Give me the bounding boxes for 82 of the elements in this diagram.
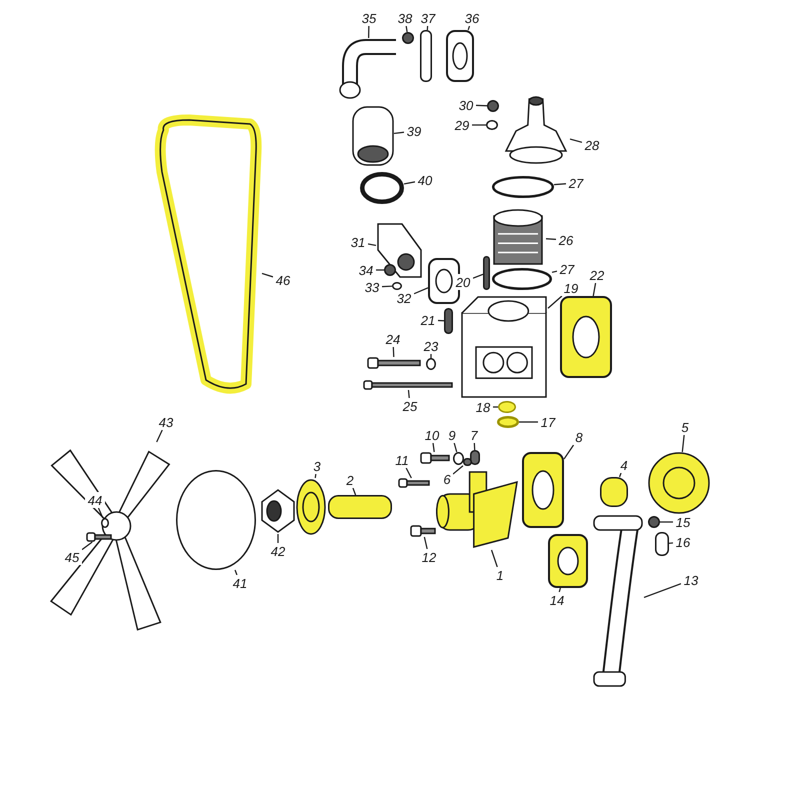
ring-drawing bbox=[492, 268, 552, 290]
leader-line bbox=[519, 421, 538, 423]
leader-line bbox=[472, 274, 484, 279]
leader-line bbox=[454, 442, 458, 452]
bolt-drawing bbox=[367, 357, 421, 369]
callout-number: 14 bbox=[547, 592, 567, 608]
leader-line bbox=[408, 390, 410, 398]
leader-line bbox=[394, 132, 404, 134]
leader-line bbox=[548, 296, 562, 309]
leader-line bbox=[472, 124, 486, 126]
nipple-drawing bbox=[463, 458, 472, 466]
leader-line bbox=[424, 536, 428, 550]
leader-line bbox=[156, 430, 163, 442]
spindle-drawing bbox=[328, 495, 392, 519]
bolt-drawing bbox=[410, 525, 436, 537]
leader-line bbox=[406, 26, 408, 32]
nut-drawing bbox=[402, 32, 414, 44]
leader-line bbox=[392, 346, 394, 358]
flange-drawing bbox=[420, 30, 432, 82]
impeller-drawing bbox=[295, 478, 327, 536]
nut-drawing bbox=[487, 100, 499, 112]
leader-line bbox=[452, 465, 464, 474]
washer-drawing bbox=[453, 452, 464, 465]
bolt-drawing bbox=[363, 380, 453, 390]
leader-line bbox=[644, 583, 682, 598]
nut-drawing bbox=[648, 516, 660, 528]
leader-line bbox=[438, 320, 444, 322]
nipple-drawing bbox=[470, 450, 480, 465]
washer-drawing bbox=[498, 401, 516, 413]
gasket-drawing bbox=[446, 30, 474, 82]
hose-clip-drawing bbox=[360, 172, 404, 204]
leader-line bbox=[619, 472, 622, 478]
ring-drawing bbox=[497, 416, 519, 428]
leader-line bbox=[82, 542, 93, 550]
leader-line bbox=[382, 286, 392, 288]
leader-line bbox=[234, 570, 238, 576]
gasket-drawing bbox=[548, 534, 588, 588]
leader-line bbox=[314, 474, 316, 478]
leader-line bbox=[476, 104, 488, 106]
bolt-drawing bbox=[655, 532, 669, 556]
nut-drawing bbox=[384, 264, 396, 276]
callout-number: 12 bbox=[419, 549, 439, 565]
leader-line bbox=[592, 282, 596, 296]
leader-line bbox=[468, 26, 470, 30]
leader-line bbox=[570, 138, 582, 143]
leader-line bbox=[352, 488, 356, 496]
leader-line bbox=[414, 287, 428, 294]
leader-line bbox=[554, 183, 566, 186]
leader-line bbox=[490, 550, 498, 568]
stud-drawing bbox=[444, 308, 453, 334]
gasket-drawing bbox=[522, 452, 564, 528]
bolt-drawing bbox=[398, 478, 430, 488]
leader-line bbox=[668, 542, 674, 544]
stud-drawing bbox=[483, 256, 490, 290]
washer-drawing bbox=[486, 120, 498, 130]
pulley-drawing bbox=[176, 470, 256, 570]
ring-drawing bbox=[492, 176, 554, 198]
leader-line bbox=[546, 238, 556, 240]
leader-line bbox=[558, 588, 561, 592]
leader-line bbox=[368, 26, 370, 38]
callout-number: 32 bbox=[394, 290, 414, 306]
hose-drawing bbox=[352, 106, 394, 166]
washer-drawing bbox=[392, 282, 402, 290]
thermostat-housing-drawing bbox=[502, 95, 570, 165]
washer-drawing bbox=[426, 358, 436, 370]
leader-line bbox=[682, 434, 685, 452]
seal-drawing bbox=[600, 477, 628, 507]
gasket-drawing bbox=[560, 296, 612, 378]
leader-line bbox=[404, 181, 416, 184]
leader-line bbox=[564, 444, 574, 460]
housing-block-drawing bbox=[460, 295, 548, 399]
callout-number: 20 bbox=[453, 274, 473, 290]
elbow-pipe-drawing bbox=[338, 38, 398, 100]
leader-line bbox=[262, 272, 274, 278]
pump-body-drawing bbox=[436, 470, 520, 550]
bolt-drawing bbox=[420, 452, 450, 464]
leader-line bbox=[368, 243, 376, 246]
leader-line bbox=[406, 468, 412, 478]
leader-line bbox=[660, 521, 673, 523]
leader-line bbox=[552, 270, 558, 273]
leader-line bbox=[98, 508, 104, 518]
leader-line bbox=[432, 442, 435, 452]
